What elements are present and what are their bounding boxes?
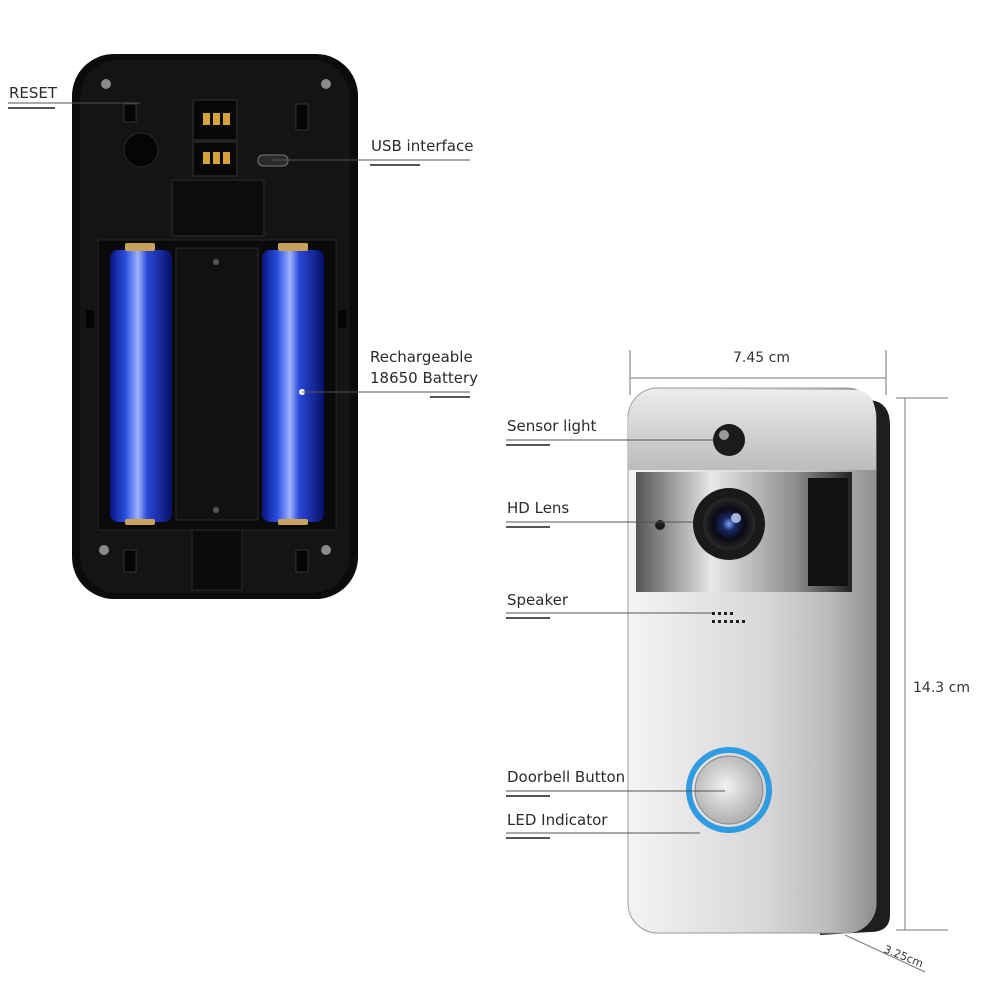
label-hd-lens: HD Lens [507,499,569,517]
reset-button [123,132,159,168]
screw-icon [101,79,111,89]
label-reset: RESET [9,84,58,102]
label-speaker: Speaker [507,591,569,609]
label-doorbell-button: Doorbell Button [507,768,625,786]
battery-right [262,243,324,525]
battery-left [110,243,172,525]
dimension-width: 7.45 cm [733,350,790,366]
dimension-lines [629,350,948,973]
front-view-device [627,387,890,935]
screw-icon [321,545,331,555]
screw-icon [321,79,331,89]
screw-icon [99,545,109,555]
dimension-depth: 3.25cm [882,943,925,971]
label-sensor-light: Sensor light [507,417,597,435]
label-battery-line2: 18650 Battery [370,369,478,387]
front-leader-lines [506,439,725,839]
doorbell-button [694,755,764,825]
back-leader-lines [8,102,470,398]
sensor-light-icon [713,424,745,456]
label-usb-interface: USB interface [371,137,473,155]
label-led-indicator: LED Indicator [507,811,608,829]
label-battery-line1: Rechargeable [370,348,473,366]
speaker-icon [712,612,745,623]
back-view-device [72,54,358,599]
led-indicator-ring [686,747,772,833]
dimension-height: 14.3 cm [913,680,970,696]
